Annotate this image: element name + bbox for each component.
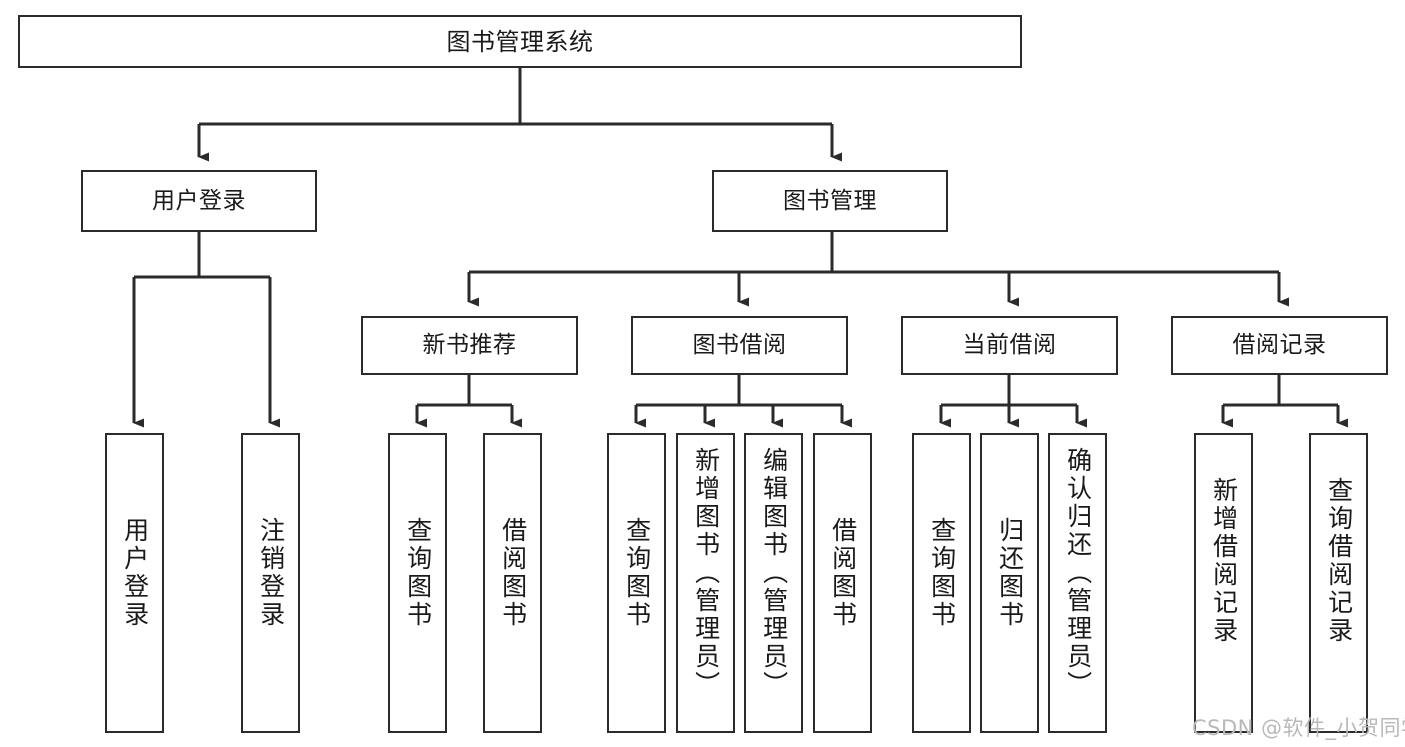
node-leaf-edit-book-label: 编辑图书（管理员） — [759, 447, 789, 699]
node-new-book-rec[interactable]: 新书推荐 — [361, 316, 578, 375]
node-book-borrow[interactable]: 图书借阅 — [631, 316, 848, 375]
node-leaf-query-borrow-record[interactable]: 查询借阅记录 — [1309, 433, 1368, 733]
node-leaf-add-borrow-record-label: 新增借阅记录 — [1209, 477, 1239, 645]
node-leaf-confirm-return-label: 确认归还（管理员） — [1063, 447, 1093, 699]
node-leaf-add-book[interactable]: 新增图书（管理员） — [676, 433, 735, 733]
node-current-borrow-label: 当前借阅 — [962, 332, 1057, 359]
node-leaf-borrow-book-rec[interactable]: 借阅图书 — [483, 433, 542, 733]
node-leaf-query-book-rec[interactable]: 查询图书 — [388, 433, 447, 733]
node-borrow-record-label: 借阅记录 — [1232, 332, 1327, 359]
node-book-borrow-label: 图书借阅 — [692, 332, 787, 359]
node-leaf-borrow-book[interactable]: 借阅图书 — [813, 433, 872, 733]
node-book-manage-label: 图书管理 — [783, 187, 877, 214]
node-leaf-user-login-label: 用户登录 — [120, 517, 150, 629]
node-leaf-add-book-label: 新增图书（管理员） — [691, 447, 721, 699]
node-new-book-rec-label: 新书推荐 — [422, 332, 517, 359]
node-user-login[interactable]: 用户登录 — [81, 170, 317, 232]
node-leaf-return-book[interactable]: 归还图书 — [980, 433, 1039, 733]
node-book-manage[interactable]: 图书管理 — [712, 170, 948, 232]
node-current-borrow[interactable]: 当前借阅 — [901, 316, 1118, 375]
node-leaf-query-book-borrow-label: 查询图书 — [622, 517, 652, 629]
node-leaf-logout[interactable]: 注销登录 — [241, 433, 300, 733]
node-leaf-query-book-rec-label: 查询图书 — [403, 517, 433, 629]
node-leaf-logout-label: 注销登录 — [256, 517, 286, 629]
csdn-watermark: CSDN @软件_小贺同学 — [1192, 716, 1405, 740]
node-user-login-label: 用户登录 — [152, 187, 246, 214]
node-borrow-record[interactable]: 借阅记录 — [1171, 316, 1388, 375]
node-leaf-query-borrow-record-label: 查询借阅记录 — [1324, 477, 1354, 645]
node-leaf-add-borrow-record[interactable]: 新增借阅记录 — [1194, 433, 1253, 733]
node-leaf-borrow-book-label: 借阅图书 — [828, 517, 858, 629]
node-leaf-return-book-label: 归还图书 — [995, 517, 1025, 629]
node-root[interactable]: 图书管理系统 — [18, 15, 1022, 68]
node-leaf-query-book-current-label: 查询图书 — [927, 517, 957, 629]
node-leaf-borrow-book-rec-label: 借阅图书 — [498, 517, 528, 629]
node-root-label: 图书管理系统 — [446, 27, 594, 56]
node-leaf-confirm-return[interactable]: 确认归还（管理员） — [1048, 433, 1107, 733]
node-leaf-query-book-borrow[interactable]: 查询图书 — [607, 433, 666, 733]
node-leaf-query-book-current[interactable]: 查询图书 — [912, 433, 971, 733]
node-leaf-user-login[interactable]: 用户登录 — [105, 433, 164, 733]
node-leaf-edit-book[interactable]: 编辑图书（管理员） — [744, 433, 803, 733]
